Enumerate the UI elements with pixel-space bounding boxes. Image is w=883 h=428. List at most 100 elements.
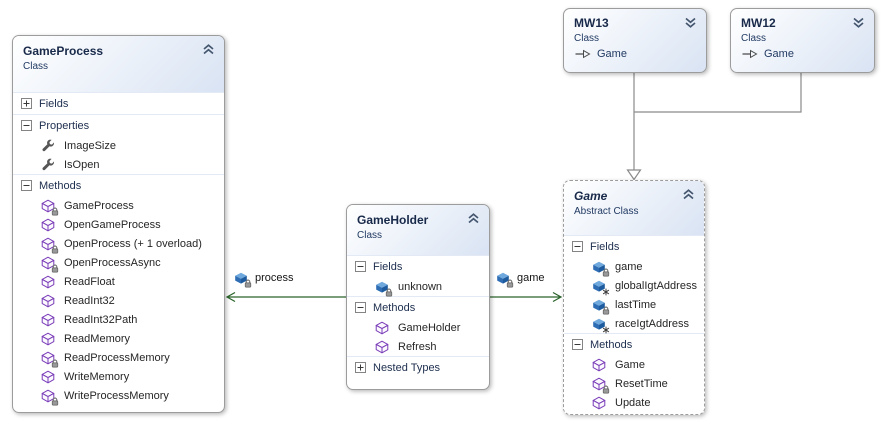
method-row[interactable]: ResetTime <box>564 374 704 393</box>
collapse-chevron-up-icon[interactable] <box>466 212 481 225</box>
expand-chevron-down-icon[interactable] <box>851 16 866 29</box>
method-row[interactable]: WriteMemory <box>13 367 224 386</box>
collapse-minus-icon[interactable] <box>572 339 583 350</box>
section-label: Fields <box>39 97 69 110</box>
member-name: ReadMemory <box>64 332 131 345</box>
method-icon <box>41 332 55 346</box>
field-row[interactable]: unknown <box>347 277 489 296</box>
collapse-minus-icon[interactable] <box>355 302 366 313</box>
association-label-game[interactable]: game <box>496 271 545 288</box>
gameholder-header[interactable]: GameHolder Class <box>347 205 489 255</box>
expand-chevron-down-icon[interactable] <box>683 16 698 29</box>
private-lock-badge <box>51 264 59 272</box>
method-row[interactable]: Refresh <box>347 337 489 356</box>
base-class-name: Game <box>597 48 627 60</box>
method-row[interactable]: GameProcess <box>13 196 224 215</box>
method-icon <box>41 294 55 308</box>
base-class-row[interactable]: Game <box>741 48 866 60</box>
method-icon <box>41 218 55 232</box>
base-class-row[interactable]: Game <box>574 48 698 60</box>
section-properties[interactable]: Properties <box>13 114 224 136</box>
field-row[interactable]: raceIgtAddress <box>564 314 704 333</box>
field-row[interactable]: lastTime <box>564 295 704 314</box>
method-icon <box>41 256 59 272</box>
expand-plus-icon[interactable] <box>21 98 32 109</box>
property-row[interactable]: IsOpen <box>13 155 224 174</box>
property-row[interactable]: ImageSize <box>13 136 224 155</box>
section-fields[interactable]: Fields <box>13 92 224 114</box>
collapse-minus-icon[interactable] <box>21 180 32 191</box>
private-lock-badge <box>51 245 59 253</box>
field-row[interactable]: globalIgtAddress <box>564 276 704 295</box>
association-line-game[interactable] <box>490 291 563 303</box>
member-name: IsOpen <box>64 158 100 171</box>
field-icon <box>496 271 514 288</box>
method-icon <box>592 358 606 372</box>
class-box-game[interactable]: Game Abstract Class Fields game globalIg… <box>563 180 705 415</box>
section-fields[interactable]: Fields <box>564 235 704 257</box>
section-methods[interactable]: Methods <box>564 333 704 355</box>
member-name: globalIgtAddress <box>615 279 697 292</box>
method-row[interactable]: ReadProcessMemory <box>13 348 224 367</box>
method-row[interactable]: ReadMemory <box>13 329 224 348</box>
association-line-process[interactable] <box>225 291 346 303</box>
section-methods[interactable]: Methods <box>13 174 224 196</box>
gameprocess-header[interactable]: GameProcess Class <box>13 36 224 92</box>
base-class-name: Game <box>764 48 794 60</box>
method-row[interactable]: WriteProcessMemory <box>13 386 224 405</box>
field-row[interactable]: game <box>564 257 704 276</box>
method-row[interactable]: Update <box>564 393 704 412</box>
field-icon <box>592 279 610 295</box>
private-lock-badge <box>51 397 59 405</box>
method-row[interactable]: OpenGameProcess <box>13 215 224 234</box>
collapse-chevron-up-icon[interactable] <box>681 188 696 201</box>
collapse-minus-icon[interactable] <box>355 261 366 272</box>
class-box-gameprocess[interactable]: GameProcess Class Fields Properties Imag… <box>12 35 225 413</box>
private-lock-badge <box>51 359 59 367</box>
method-icon <box>592 396 606 410</box>
method-row[interactable]: ReadFloat <box>13 272 224 291</box>
class-box-mw12[interactable]: MW12 Class Game <box>730 8 875 73</box>
collapse-minus-icon[interactable] <box>572 241 583 252</box>
association-label-process[interactable]: process <box>234 271 294 288</box>
method-icon <box>41 237 59 253</box>
section-methods[interactable]: Methods <box>347 296 489 318</box>
method-row[interactable]: ReadInt32 <box>13 291 224 310</box>
method-row[interactable]: Game <box>564 355 704 374</box>
member-name: raceIgtAddress <box>615 317 689 330</box>
section-label: Methods <box>373 301 416 314</box>
member-name: ImageSize <box>64 139 116 152</box>
method-row[interactable]: ReadInt32Path <box>13 310 224 329</box>
class-box-mw13[interactable]: MW13 Class Game <box>563 8 707 73</box>
section-label: Fields <box>590 240 620 253</box>
section-nested-types[interactable]: Nested Types <box>347 356 489 378</box>
method-row[interactable]: OpenProcess (+ 1 overload) <box>13 234 224 253</box>
protected-star-badge <box>602 288 610 295</box>
member-name: Refresh <box>398 340 437 353</box>
class-title: GameHolder <box>357 213 429 227</box>
member-name: ResetTime <box>615 377 668 390</box>
member-name: ReadInt32 <box>64 294 115 307</box>
section-label: Methods <box>590 338 633 351</box>
method-icon <box>41 313 55 327</box>
class-title: GameProcess <box>23 44 104 58</box>
field-icon <box>592 317 610 333</box>
member-name: game <box>615 260 643 273</box>
private-lock-badge <box>51 207 59 215</box>
inheritance-line-mw12-game[interactable] <box>634 73 802 113</box>
class-box-gameholder[interactable]: GameHolder Class Fields unknown Methods … <box>346 204 490 390</box>
member-name: OpenProcessAsync <box>64 256 161 269</box>
expand-plus-icon[interactable] <box>355 362 366 373</box>
property-wrench-icon <box>41 139 55 153</box>
method-icon <box>41 370 55 384</box>
section-fields[interactable]: Fields <box>347 255 489 277</box>
collapse-chevron-up-icon[interactable] <box>201 43 216 56</box>
class-title: Game <box>574 189 608 203</box>
game-header[interactable]: Game Abstract Class <box>564 181 704 235</box>
method-row[interactable]: GameHolder <box>347 318 489 337</box>
method-row[interactable]: OpenProcessAsync <box>13 253 224 272</box>
class-title: MW12 <box>741 16 776 30</box>
method-icon <box>41 199 59 215</box>
collapse-minus-icon[interactable] <box>21 120 32 131</box>
